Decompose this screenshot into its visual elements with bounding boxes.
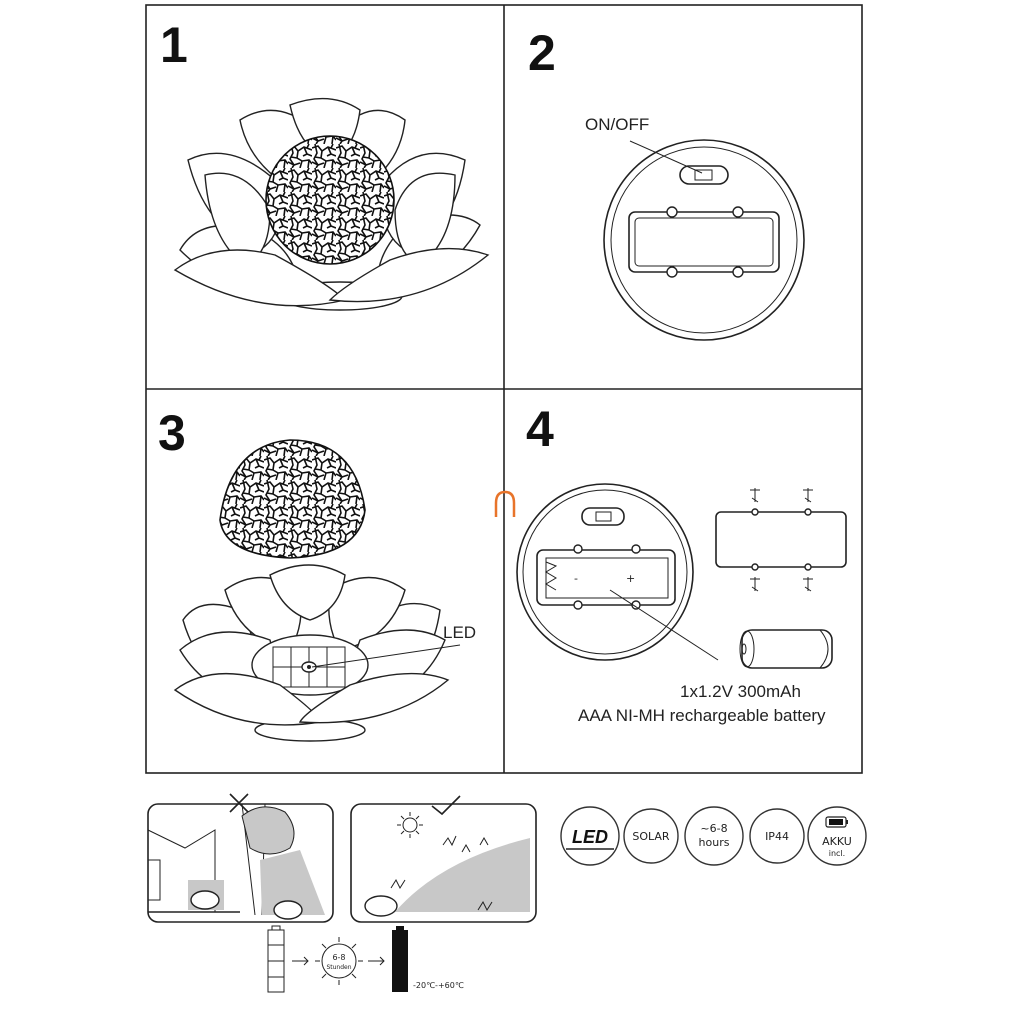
crackle-glass-ball — [219, 439, 366, 559]
step-number: 3 — [158, 405, 186, 461]
leader-line — [311, 644, 461, 668]
sun-icon: 6-8 Stunden — [315, 937, 363, 985]
battery-cover — [715, 508, 847, 571]
panel-grid — [145, 4, 863, 774]
step-number: 4 — [526, 401, 554, 457]
temperature-range: -20℃-+60℃ — [413, 981, 464, 990]
lotus-lamp-assembled — [173, 97, 490, 311]
switch-label: ON/OFF — [585, 115, 649, 134]
mouse-cursor-icon — [494, 490, 516, 517]
lotus-base-open — [173, 564, 450, 742]
panel-1: 1 — [160, 17, 490, 311]
step-number: 1 — [160, 17, 188, 73]
sun-icon — [402, 817, 418, 833]
charging-sequence: 6-8 Stunden -20℃-+60℃ — [267, 925, 464, 993]
badge-ip: IP44 — [749, 808, 805, 864]
arrow-icon — [368, 956, 385, 966]
led-label: LED — [443, 623, 476, 642]
badge-led-text: LED — [572, 827, 608, 847]
aaa-battery-icon — [739, 629, 833, 669]
badge-akku-line2: incl. — [829, 849, 845, 858]
placement-correct — [350, 795, 537, 923]
on-off-switch — [679, 165, 729, 185]
badge-runtime-line2: hours — [699, 836, 730, 849]
battery-spec-line2: AAA NI-MH rechargeable battery — [578, 706, 826, 725]
badge-akku: AKKU incl. — [807, 806, 867, 866]
badge-runtime-line1: ~6-8 — [700, 822, 727, 835]
badge-akku-line1: AKKU — [822, 835, 852, 848]
arrow-icon — [292, 956, 309, 966]
screw-icons — [750, 488, 813, 592]
badge-runtime: ~6-8 hours — [684, 806, 744, 866]
feature-badges: LED SOLAR ~6-8 hours IP44 AKKU incl. — [560, 806, 867, 866]
panel-4: 4 - + — [494, 401, 847, 725]
badge-led: LED — [560, 806, 620, 866]
step-number: 2 — [528, 25, 556, 81]
badge-solar-text: SOLAR — [632, 830, 670, 843]
battery-spec-line1: 1x1.2V 300mAh — [680, 682, 801, 701]
minus-sign: - — [574, 572, 578, 585]
badge-solar: SOLAR — [623, 808, 679, 864]
empty-battery-icon — [267, 925, 285, 993]
sun-hours-line1: 6-8 — [332, 953, 345, 962]
leader-line — [609, 589, 719, 661]
leader-line — [629, 140, 703, 174]
full-battery-icon — [392, 926, 408, 992]
open-battery-compartment: - + — [516, 483, 694, 661]
badge-ip-text: IP44 — [765, 830, 789, 843]
sun-hours-line2: Stunden — [326, 964, 351, 971]
plus-sign: + — [626, 572, 635, 585]
panel-3: 3 LED — [158, 405, 476, 742]
lamp-base-bottom-view — [603, 139, 805, 341]
placement-wrong — [147, 793, 334, 923]
panel-2: 2 ON/OFF — [528, 25, 805, 341]
